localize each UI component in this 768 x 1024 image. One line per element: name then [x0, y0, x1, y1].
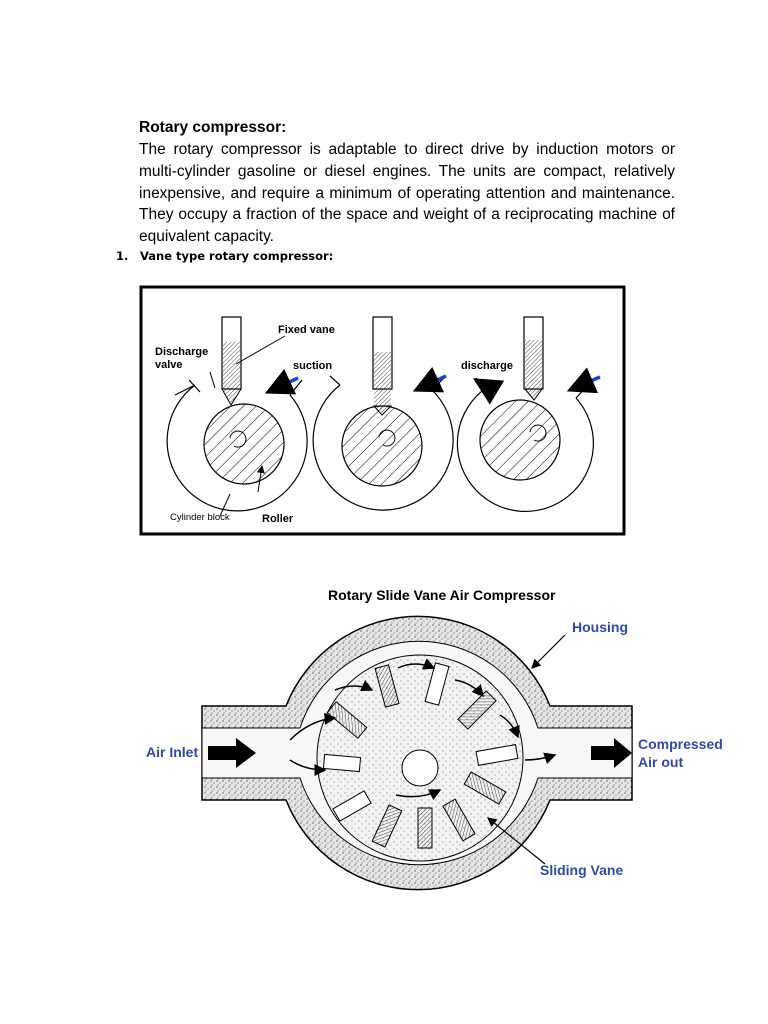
label-compressed-2: Air out [638, 754, 683, 770]
label-roller: Roller [262, 513, 294, 525]
vanes [322, 662, 519, 849]
section-heading: Rotary compressor: [139, 119, 287, 136]
label-discharge: discharge [461, 360, 513, 372]
label-discharge-valve-1: Discharge [155, 346, 208, 358]
stage-1 [166, 316, 308, 517]
vane-compressor-figure: Fixed vane Discharge valve suction disch… [139, 285, 626, 536]
figure2-title: Rotary Slide Vane Air Compressor [328, 587, 556, 603]
list-item: 1. Vane type rotary compressor: [116, 249, 333, 263]
inlet-arrow [208, 738, 256, 768]
label-sliding-vane: Sliding Vane [540, 862, 623, 878]
section-paragraph: The rotary compressor is adaptable to di… [139, 141, 675, 246]
slide-vane-compressor-figure: Rotary Slide Vane Air Compressor [146, 587, 723, 891]
label-housing: Housing [572, 619, 628, 635]
label-discharge-valve-2: valve [155, 359, 183, 371]
stage-2 [312, 316, 454, 511]
label-cylinder-block: Cylinder block [170, 512, 230, 523]
list-item-number: 1. [116, 249, 129, 263]
label-air-inlet: Air Inlet [146, 744, 198, 760]
outlet-arrow [591, 738, 632, 768]
label-fixed-vane: Fixed vane [278, 324, 335, 336]
label-suction: suction [293, 360, 332, 372]
stage-3 [456, 316, 601, 513]
label-compressed-1: Compressed [638, 736, 723, 752]
list-item-text: Vane type rotary compressor: [140, 249, 334, 263]
